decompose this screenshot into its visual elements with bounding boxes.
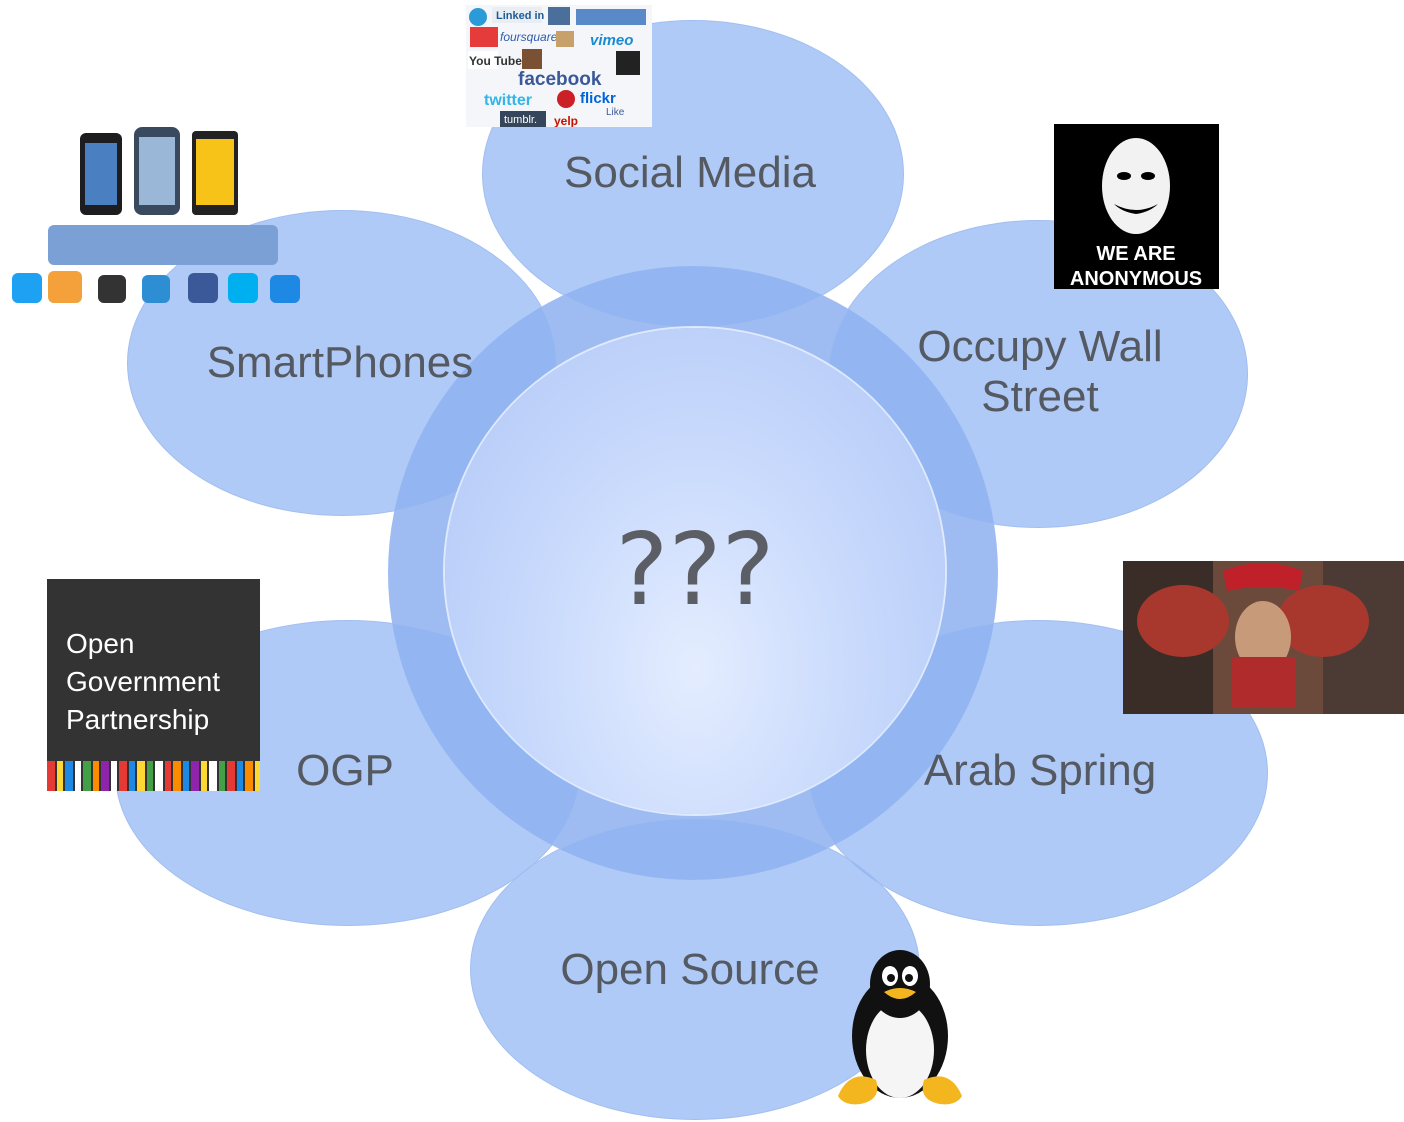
ogp-stripes [47, 761, 260, 791]
skype-app-icon [228, 273, 258, 303]
smartphones-image [8, 125, 308, 307]
tux-penguin-image [830, 940, 970, 1108]
logo-twitter: twitter [484, 92, 532, 109]
icon-red [470, 27, 498, 47]
logo-vimeo: vimeo [590, 32, 633, 49]
app-icon-orange [48, 271, 82, 303]
box-app-icon [142, 275, 170, 303]
logo-badge-icon [469, 8, 487, 26]
protest-photo-illustration [1123, 561, 1404, 714]
petal-open-source [470, 818, 920, 1120]
google-plus-icon [616, 51, 640, 75]
logo-yelp: yelp [554, 114, 578, 127]
logo-tumblr: tumblr. [504, 114, 537, 126]
facebook-app-icon [188, 273, 218, 303]
guy-fawkes-mask-icon: WE ARE ANONYMOUS [1070, 138, 1202, 289]
logo-foursquare: foursquare [500, 30, 558, 44]
label-open-source: Open Source [560, 945, 820, 994]
label-ogp: OGP [296, 746, 394, 795]
ogp-text-line1: Open [66, 628, 135, 659]
pinterest-icon [557, 90, 575, 108]
anonymous-line1: WE ARE [1096, 243, 1175, 265]
ogp-logo-image: Open Government Partnership [47, 579, 260, 791]
logo-linkedin: Linked in [496, 10, 545, 22]
anonymous-image: WE ARE ANONYMOUS [1054, 124, 1219, 289]
app-icon-dark [98, 275, 126, 303]
label-social-media: Social Media [564, 148, 816, 197]
social-media-logos-image: Linked in foursquare vimeo You Tube face… [466, 5, 652, 127]
app-icons-row [12, 225, 300, 303]
instagram-icon-2 [522, 49, 542, 69]
center-label: ??? [615, 511, 775, 628]
label-arab-spring: Arab Spring [923, 746, 1157, 795]
ogp-text-line3: Partnership [66, 704, 210, 735]
smartphones-illustration [12, 127, 300, 303]
arab-spring-photo [1123, 561, 1404, 714]
label-occupy-line1: Occupy Wall [917, 322, 1163, 371]
app-icon-blue [270, 275, 300, 303]
center-circle [445, 328, 945, 814]
label-occupy: Occupy Wall Street [880, 322, 1200, 422]
logo-like: Like [606, 107, 625, 118]
anonymous-line2: ANONYMOUS [1070, 268, 1202, 289]
tux-penguin-icon [838, 950, 962, 1105]
label-occupy-line2: Street [981, 372, 1099, 421]
ogp-text-line2: Government [66, 666, 221, 697]
logo-youtube: You Tube [469, 54, 522, 68]
label-smartphones: SmartPhones [206, 338, 474, 387]
vk-icon [548, 7, 570, 25]
logo-flickr: flickr [580, 90, 616, 107]
instagram-icon [556, 31, 574, 47]
twitter-app-icon [12, 273, 42, 303]
social-logos-collage: Linked in foursquare vimeo You Tube face… [466, 5, 652, 127]
logo-facebook: facebook [518, 69, 602, 90]
